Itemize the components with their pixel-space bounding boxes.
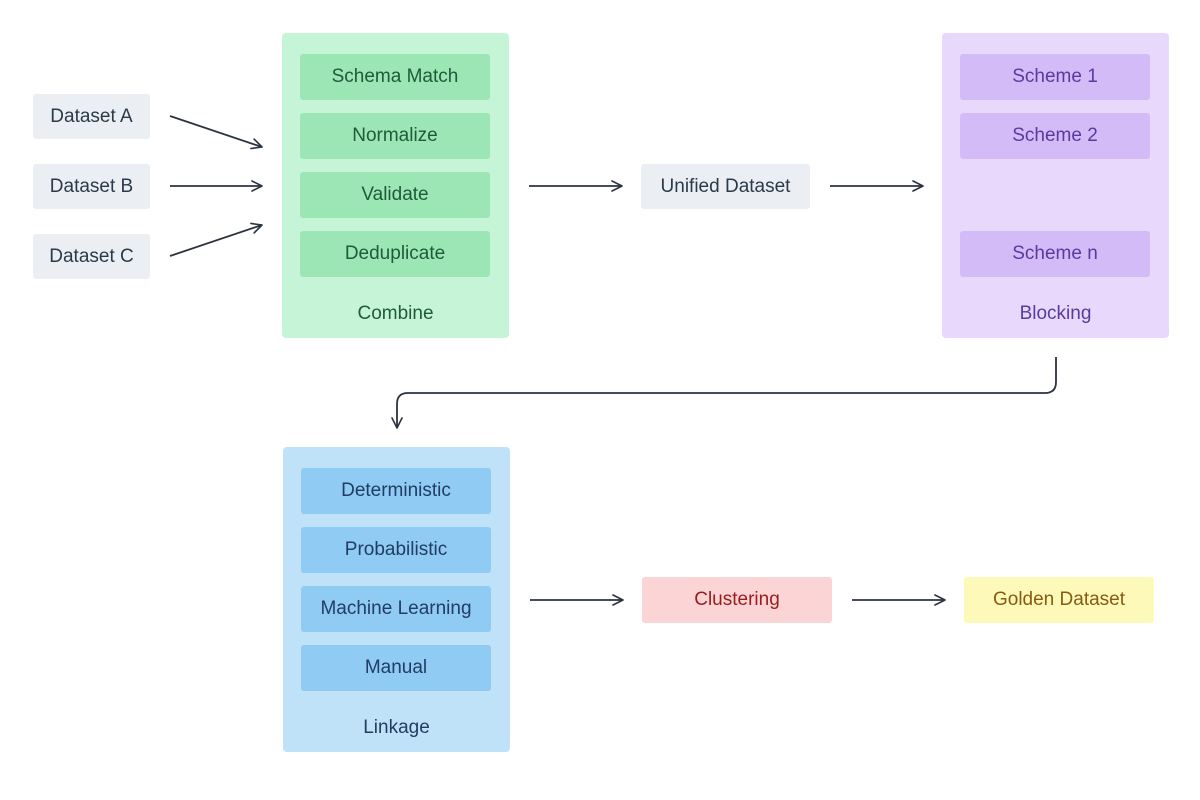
combine-item-schema-match: Schema Match: [300, 54, 490, 100]
linkage-item-probabilistic: Probabilistic: [301, 527, 491, 573]
dataset-c: Dataset C: [33, 234, 150, 279]
linkage-item-deterministic: Deterministic: [301, 468, 491, 514]
arrow-a-to-combine: [169, 115, 263, 150]
arrow-blocking-to-linkage: [391, 357, 1057, 429]
unified-dataset: Unified Dataset: [641, 164, 810, 209]
combine-item-deduplicate: Deduplicate: [300, 231, 490, 277]
dataset-a: Dataset A: [33, 94, 150, 139]
clustering-box: Clustering: [642, 577, 832, 623]
combine-item-normalize: Normalize: [300, 113, 490, 159]
blocking-item-scheme-2: Scheme 2: [960, 113, 1150, 159]
linkage-panel: Deterministic Probabilistic Machine Lear…: [283, 447, 510, 752]
blocking-item-scheme-1: Scheme 1: [960, 54, 1150, 100]
combine-label: Combine: [357, 303, 434, 324]
blocking-panel: Scheme 1 Scheme 2 Scheme n Blocking: [942, 33, 1169, 338]
combine-item-validate: Validate: [300, 172, 490, 218]
combine-panel: Schema Match Normalize Validate Deduplic…: [282, 33, 509, 338]
blocking-label: Blocking: [1019, 303, 1092, 324]
dataset-b: Dataset B: [33, 164, 150, 209]
linkage-item-machine-learning: Machine Learning: [301, 586, 491, 632]
linkage-label: Linkage: [363, 717, 430, 738]
linkage-item-manual: Manual: [301, 645, 491, 691]
blocking-item-scheme-n: Scheme n: [960, 231, 1150, 277]
arrow-c-to-combine: [169, 222, 263, 257]
golden-dataset-box: Golden Dataset: [964, 577, 1154, 623]
